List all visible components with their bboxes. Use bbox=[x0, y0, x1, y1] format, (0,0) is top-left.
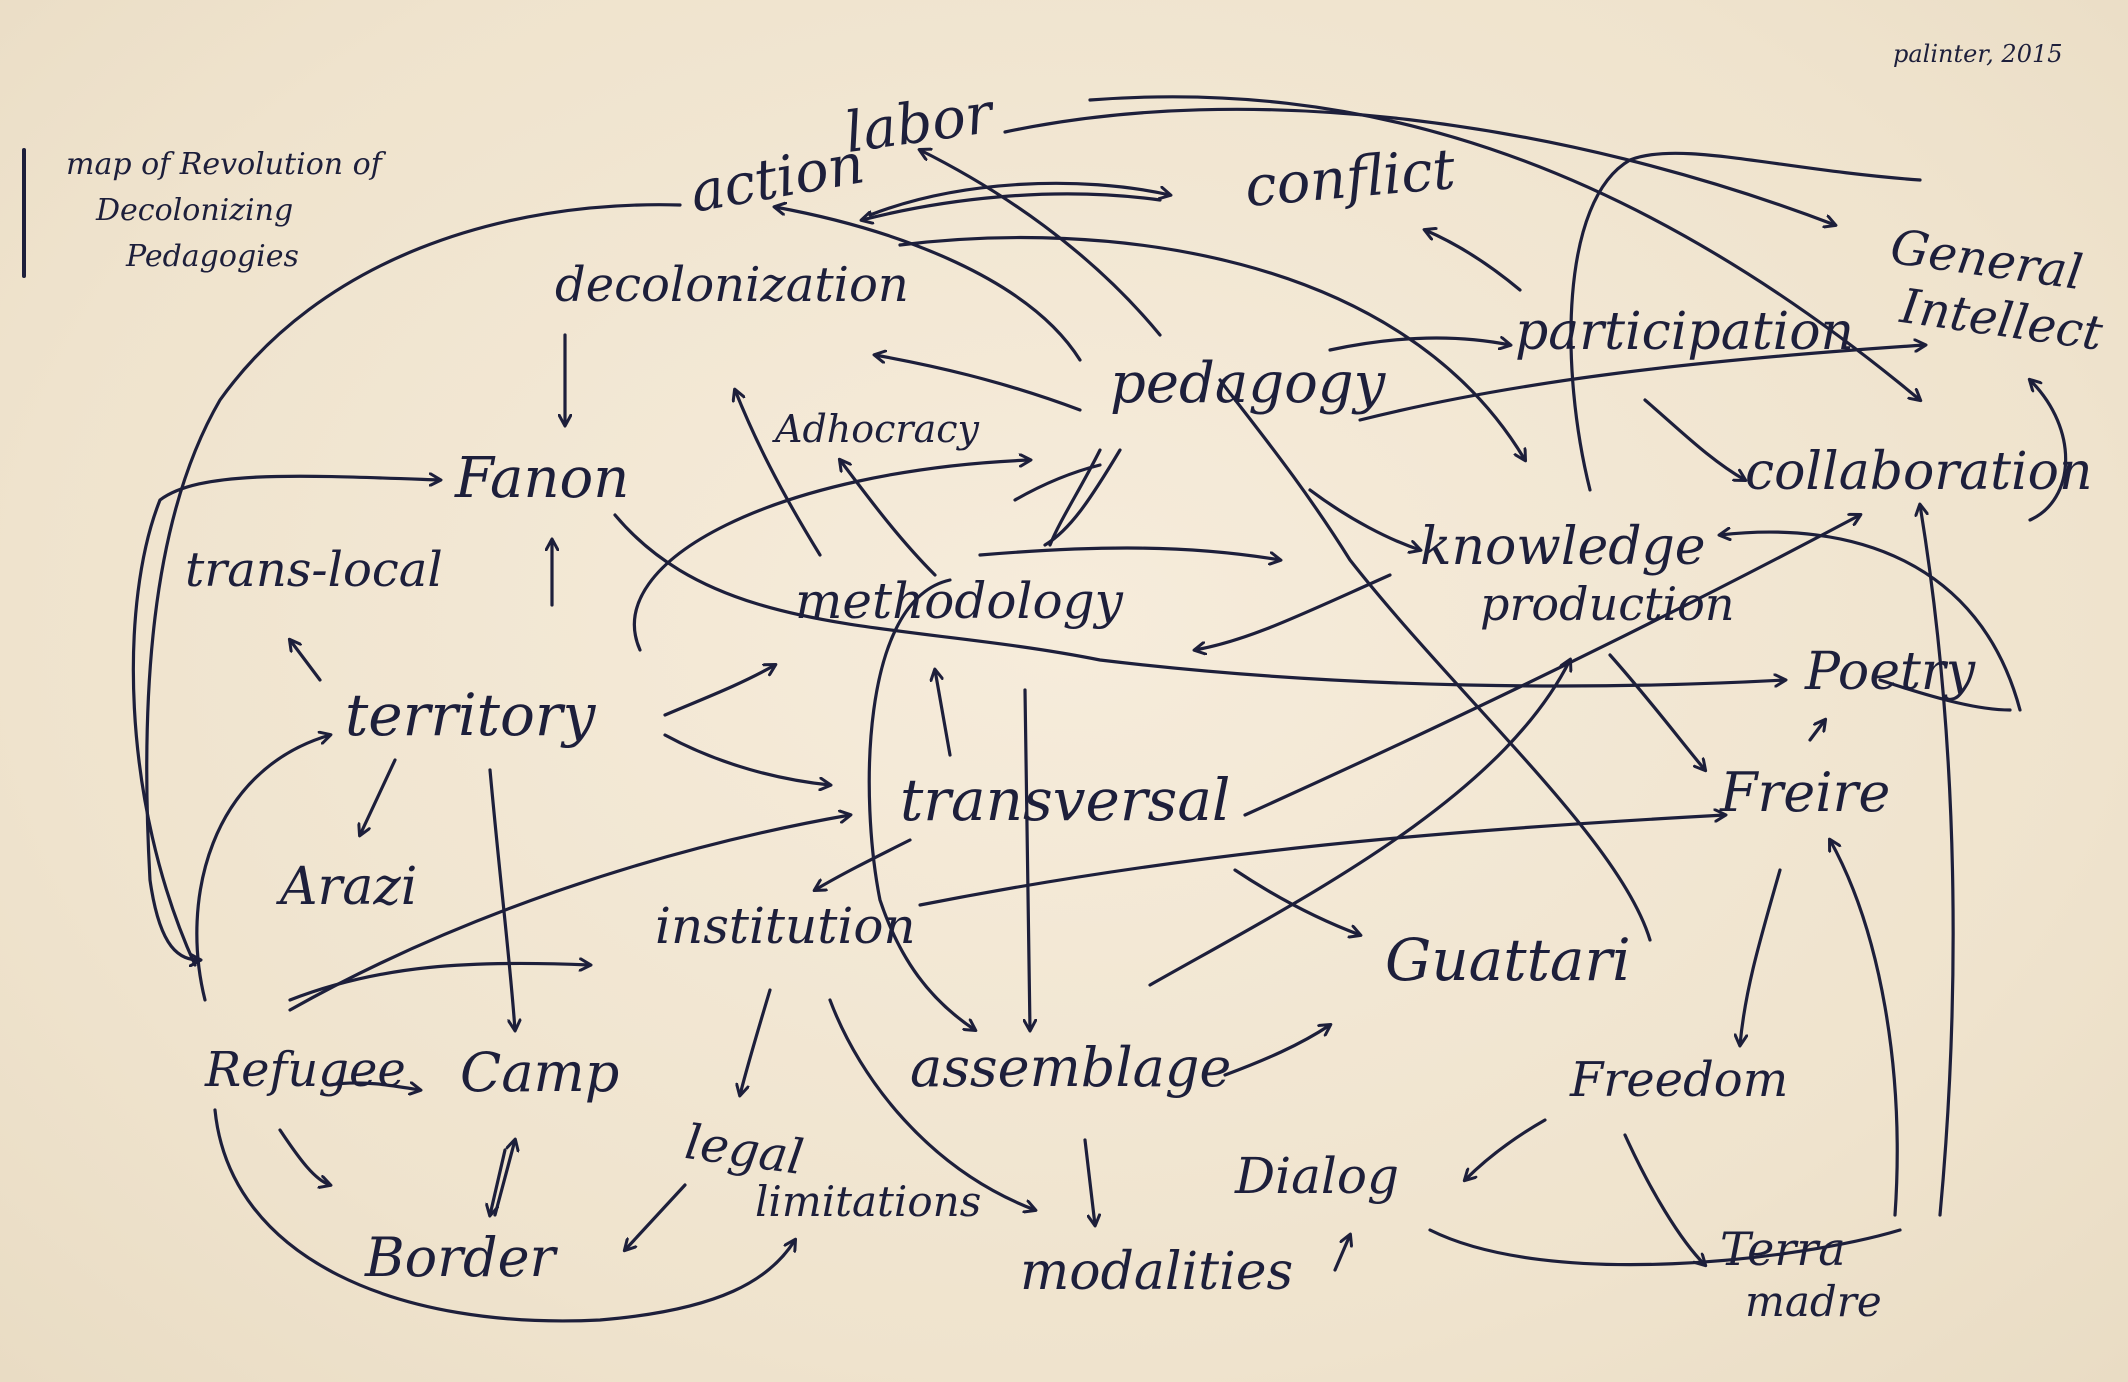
node-dialog: Dialog bbox=[1235, 1147, 1399, 1205]
arrow-camp-border bbox=[490, 1148, 507, 1215]
node-institution: institution bbox=[655, 897, 916, 955]
node-territory: territory bbox=[345, 681, 596, 749]
node-knowledge-production-2: production bbox=[1480, 577, 1735, 631]
node-guattari: Guattari bbox=[1385, 926, 1631, 994]
node-legal-limitations-2: limitations bbox=[755, 1177, 982, 1226]
arrow-pedagogy-action bbox=[775, 207, 1082, 362]
arrow-participation-loop bbox=[1569, 151, 1922, 492]
arrow-methodology-knowledge bbox=[978, 546, 1280, 560]
arrow-institution-legal bbox=[740, 988, 772, 1095]
arrow-pedagogy-labor bbox=[920, 150, 1162, 337]
title-line-3: Pedagogies bbox=[126, 239, 299, 274]
arrow-territory-methodology bbox=[663, 665, 775, 717]
node-pedagogy: pedagogy bbox=[1110, 351, 1386, 416]
arrow-border-camp bbox=[493, 1140, 515, 1217]
arrow-transversal-collaboration bbox=[1243, 515, 1860, 817]
arrow-transversal-assemblage-loop bbox=[867, 578, 975, 1030]
arrow-pedagogy-general-intellect bbox=[1358, 345, 1925, 422]
arrow-transversal-methodology bbox=[935, 670, 952, 757]
arrow-freire-freedom bbox=[1740, 868, 1782, 1045]
arrow-action-conflict bbox=[868, 181, 1170, 217]
signature: palinter, 2015 bbox=[1893, 40, 2063, 68]
arrow-collaboration-knowledge bbox=[1720, 532, 2022, 712]
arrow-institution-modalities bbox=[828, 998, 1035, 1210]
arrow-freedom-terra-madre bbox=[1623, 1133, 1705, 1265]
arrow-modalities-dialog bbox=[1333, 1235, 1350, 1272]
node-freedom: Freedom bbox=[1570, 1052, 1789, 1108]
arrow-participation-collaboration bbox=[1643, 398, 1745, 480]
arrow-action-knowledge bbox=[898, 235, 1525, 460]
node-fanon: Fanon bbox=[455, 446, 630, 511]
arrow-methodology-assemblage bbox=[1025, 688, 1030, 1030]
arrow-labor-general-intellect bbox=[1003, 107, 1835, 225]
node-decolonization: decolonization bbox=[555, 257, 909, 313]
arrow-assemblage-guattari bbox=[1223, 1025, 1330, 1077]
node-trans-local: trans-local bbox=[185, 542, 443, 598]
arrow-labor-collaboration bbox=[1088, 95, 1920, 400]
arrow-refugee-border bbox=[278, 1128, 330, 1185]
node-adhocracy: Adhocracy bbox=[775, 407, 979, 451]
arrow-legal-border bbox=[625, 1183, 687, 1250]
arrow-methodology-adhocracy bbox=[735, 390, 822, 557]
arrow-conflict-action bbox=[862, 192, 1162, 220]
arrow-methodology-adhocracy-2 bbox=[840, 460, 937, 577]
node-poetry: Poetry bbox=[1805, 642, 1976, 702]
node-collaboration: collaboration bbox=[1745, 442, 2093, 502]
arrow-terra-madre-collaboration bbox=[1920, 505, 1955, 1217]
arrow-knowledge-freire bbox=[1608, 653, 1705, 770]
node-terra-madre-1: Terra bbox=[1720, 1222, 1846, 1276]
arrow-territory-camp bbox=[488, 768, 515, 1030]
node-refugee: Refugee bbox=[205, 1042, 406, 1098]
pedagogy-link-line-2 bbox=[1048, 448, 1102, 547]
node-freire: Freire bbox=[1720, 761, 1891, 824]
arrow-transversal-fanon-curve bbox=[1013, 463, 1102, 502]
node-border: Border bbox=[365, 1226, 556, 1289]
arrow-dialog-loop bbox=[1428, 1228, 1902, 1267]
arrow-refugee-legal bbox=[213, 1108, 795, 1323]
arrow-territory-arazi bbox=[360, 758, 397, 835]
arrow-transversal-institution bbox=[815, 838, 912, 890]
arrow-guattari-line bbox=[1218, 378, 1652, 942]
arrow-fanon-poetry bbox=[613, 513, 1785, 686]
arrow-big-loop bbox=[145, 203, 682, 960]
arrow-territory-translocal bbox=[290, 640, 322, 682]
node-modalities: modalities bbox=[1020, 1242, 1294, 1302]
arrow-participation-conflict bbox=[1425, 230, 1522, 292]
title-line-2: Decolonizing bbox=[96, 193, 294, 228]
arrow-freedom-dialog bbox=[1465, 1118, 1547, 1180]
diagram-title: map of Revolution of Decolonizing Pedago… bbox=[66, 142, 382, 280]
node-transversal: transversal bbox=[900, 766, 1231, 834]
arrow-institution-freire bbox=[918, 815, 1725, 907]
node-knowledge-production-1: knowledge bbox=[1420, 517, 1706, 577]
arrow-assemblage-knowledge bbox=[1148, 660, 1570, 987]
arrow-refugee-transversal bbox=[288, 815, 850, 1012]
arrow-terra-madre-freire bbox=[1830, 840, 1899, 1217]
arrow-assemblage-modalities bbox=[1083, 1138, 1095, 1225]
arrow-knowledge-methodology bbox=[1195, 573, 1392, 650]
title-bar bbox=[22, 148, 26, 278]
node-camp: Camp bbox=[460, 1041, 620, 1104]
arrow-refugee-institution bbox=[288, 963, 590, 1002]
node-participation: participation bbox=[1515, 302, 1855, 362]
arrow-pedagogy-participation bbox=[1328, 338, 1510, 352]
arrow-transversal-guattari bbox=[1233, 868, 1360, 935]
node-assemblage: assemblage bbox=[910, 1036, 1232, 1099]
arrow-territory-transversal bbox=[663, 733, 830, 785]
arrow-poetry-loop bbox=[1878, 678, 2012, 712]
node-methodology: methodology bbox=[795, 572, 1123, 630]
node-arazi: Arazi bbox=[280, 857, 418, 917]
title-line-1: map of Revolution of bbox=[66, 147, 382, 182]
arrow-refugee-camp bbox=[328, 1083, 420, 1090]
arrow-territory-adhocracy bbox=[632, 460, 1030, 652]
arrow-pedagogy-adhocracy bbox=[875, 355, 1082, 412]
arrow-freire-poetry bbox=[1808, 720, 1825, 742]
node-terra-madre-2: madre bbox=[1745, 1277, 1882, 1326]
arrow-pedagogy-knowledge bbox=[1308, 488, 1420, 550]
arrow-collaboration-loop bbox=[2030, 380, 2068, 522]
